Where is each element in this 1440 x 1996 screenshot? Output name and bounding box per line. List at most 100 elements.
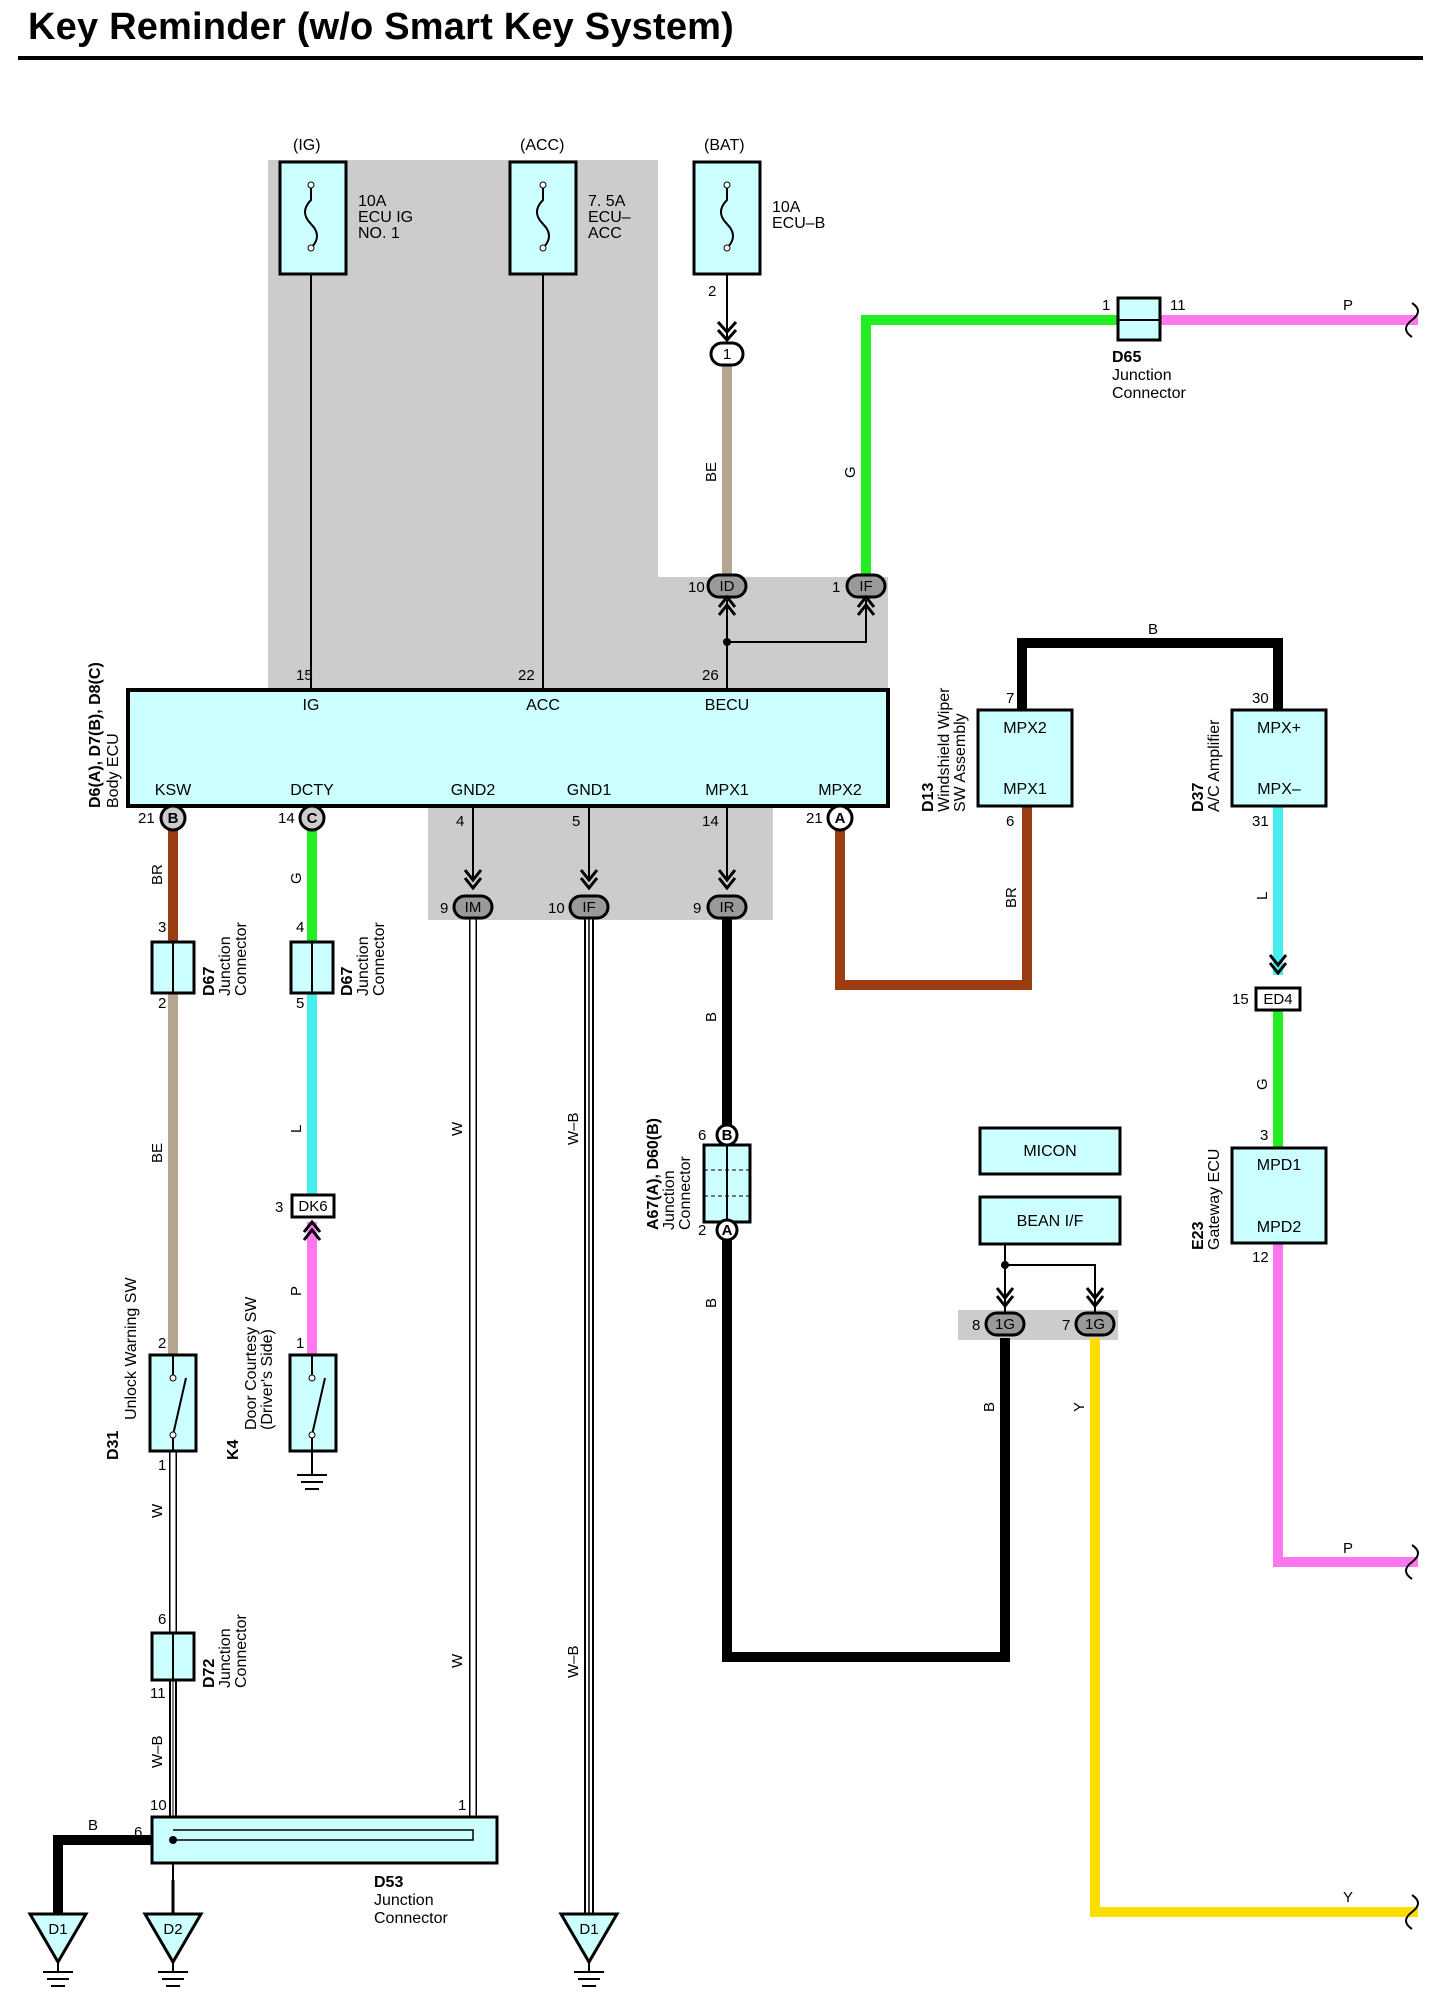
d67b-pin-top: 4 (296, 919, 304, 936)
label-b-mpx1-2: B (703, 1298, 720, 1308)
d67a-pin-bottom: 2 (158, 995, 166, 1012)
ecu-pin-becu-num: 26 (702, 667, 719, 684)
d31-code: D31 (105, 1431, 122, 1460)
d13-name-1: Windshield Wiper (936, 687, 953, 812)
d65-pin-right: 11 (1170, 297, 1186, 314)
d67a-code: D67 (201, 967, 218, 996)
ecu-pin-acc: ACC (526, 697, 560, 714)
connector-d67-a (150, 940, 196, 995)
d53-name-2: Connector (374, 1910, 448, 1927)
ecu-pin-ksw: KSW (155, 782, 192, 799)
label-br-left: BR (149, 864, 166, 885)
a67-name-1: Junction (661, 1170, 678, 1230)
fuse-ig-source: (IG) (293, 137, 321, 154)
fuse-ig-name-2: NO. 1 (358, 225, 400, 242)
d31-name: Unlock Warning SW (123, 1277, 140, 1420)
junction-tag-ir (706, 894, 748, 920)
fuse-acc-source: (ACC) (520, 137, 564, 154)
d67b-pin-bottom: 5 (296, 995, 304, 1012)
im-tag: IM (465, 899, 482, 916)
label-y-bottom: Y (1343, 1889, 1353, 1906)
body-ecu-code: D6(A), D7(B), D8(C) (87, 662, 104, 808)
if-top-tag: IF (859, 578, 872, 595)
fuse-acc (508, 160, 578, 276)
fuse-bat-rating: 10A (772, 199, 801, 216)
fuse-acc-name-1: ECU– (588, 209, 631, 226)
component-e23 (1230, 1146, 1328, 1245)
fuse-ig-name-1: ECU IG (358, 209, 413, 226)
fuse-acc-name-2: ACC (588, 225, 622, 242)
d13-num1: 7 (1006, 690, 1014, 707)
d13-pin1: MPX2 (1003, 720, 1047, 737)
d37-num1: 30 (1252, 690, 1269, 707)
d53-pin-left2: 6 (134, 1824, 142, 1841)
label-w-gnd2-1: W (449, 1121, 466, 1136)
wire-b-d53 (53, 1835, 152, 1915)
fuse-ig-rating: 10A (358, 193, 387, 210)
d37-num2: 31 (1252, 813, 1269, 830)
d65-name-1: Junction (1112, 367, 1172, 384)
ecu-pin-dcty-conn: C (307, 810, 318, 827)
ecu-pin-ig: IG (303, 697, 320, 714)
id-tag: ID (720, 578, 735, 595)
fuse-bat-name-1: ECU–B (772, 215, 825, 232)
d67b-name-2: Connector (371, 922, 388, 996)
ecu-pin-ig-num: 15 (296, 667, 313, 684)
a67-pin-bottom: 2 (698, 1222, 706, 1239)
label-b-mpx1-1: B (703, 1012, 720, 1022)
junction-tag-ed4 (1254, 986, 1302, 1012)
d37-code: D37 (1190, 783, 1207, 812)
e23-pin2: MPD2 (1257, 1219, 1302, 1236)
junction-tag-bat (709, 341, 745, 367)
label-b-top: B (1148, 621, 1158, 638)
ecu-pin-mpx1: MPX1 (705, 782, 749, 799)
k4-pin-top: 1 (296, 1335, 304, 1352)
label-l-right: L (1254, 892, 1271, 900)
k4-name-1: Door Courtesy SW (243, 1296, 260, 1430)
label-w-left: W (149, 1503, 166, 1518)
connector-d67-b (289, 940, 335, 995)
label-p-right: P (1343, 1540, 1353, 1557)
fuse-acc-rating: 7. 5A (588, 193, 626, 210)
ecu-pin-gnd1: GND1 (567, 782, 612, 799)
label-g-dcty: G (288, 872, 305, 884)
ground-d1-right-label: D1 (579, 1921, 598, 1938)
a67-pin-top: 6 (698, 1127, 706, 1144)
ecu-pin-mpx2: MPX2 (818, 782, 862, 799)
d72-code: D72 (201, 1659, 218, 1688)
d13-num2: 6 (1006, 813, 1014, 830)
d53-pin-right: 1 (458, 1797, 466, 1814)
if-top-pin: 1 (832, 579, 840, 596)
ed4-pin: 15 (1232, 991, 1249, 1008)
d67a-name-2: Connector (233, 922, 250, 996)
a67-conn-bottom: A (722, 1222, 733, 1239)
d13-pin2: MPX1 (1003, 781, 1047, 798)
a67-code: A67(A), D60(B) (645, 1118, 662, 1230)
d37-pin1: MPX+ (1257, 720, 1301, 737)
ecu-pin-mpx1-num: 14 (702, 813, 719, 830)
component-d37 (1230, 708, 1328, 808)
a67-name-2: Connector (677, 1156, 694, 1230)
e23-num2: 12 (1252, 1249, 1269, 1266)
d72-name-1: Junction (217, 1628, 234, 1688)
im-pin: 9 (440, 900, 448, 917)
ecu-pin-acc-num: 22 (518, 667, 535, 684)
arrow-bat (716, 320, 738, 343)
d53-pin-left1: 10 (150, 1797, 167, 1814)
micon-label: MICON (1023, 1143, 1076, 1160)
junction-tag-1g-a (984, 1311, 1026, 1337)
fuse-ig (278, 160, 348, 276)
bat-pin: 2 (708, 283, 716, 300)
ground-d2-label: D2 (163, 1921, 182, 1938)
label-wb-gnd1-1: W–B (565, 1112, 582, 1145)
ecu-pin-ksw-conn: B (168, 810, 179, 827)
ecu-pin-dcty-num: 14 (278, 810, 295, 827)
k4-code: K4 (225, 1439, 242, 1460)
splice-bean (1001, 1261, 1009, 1269)
dk6-pin: 3 (275, 1199, 283, 1216)
bean-label: BEAN I/F (1017, 1213, 1084, 1230)
dk6-tag: DK6 (298, 1198, 327, 1215)
wire-continuation-marks (1405, 302, 1419, 1930)
ground-d1-left (27, 1912, 89, 1987)
